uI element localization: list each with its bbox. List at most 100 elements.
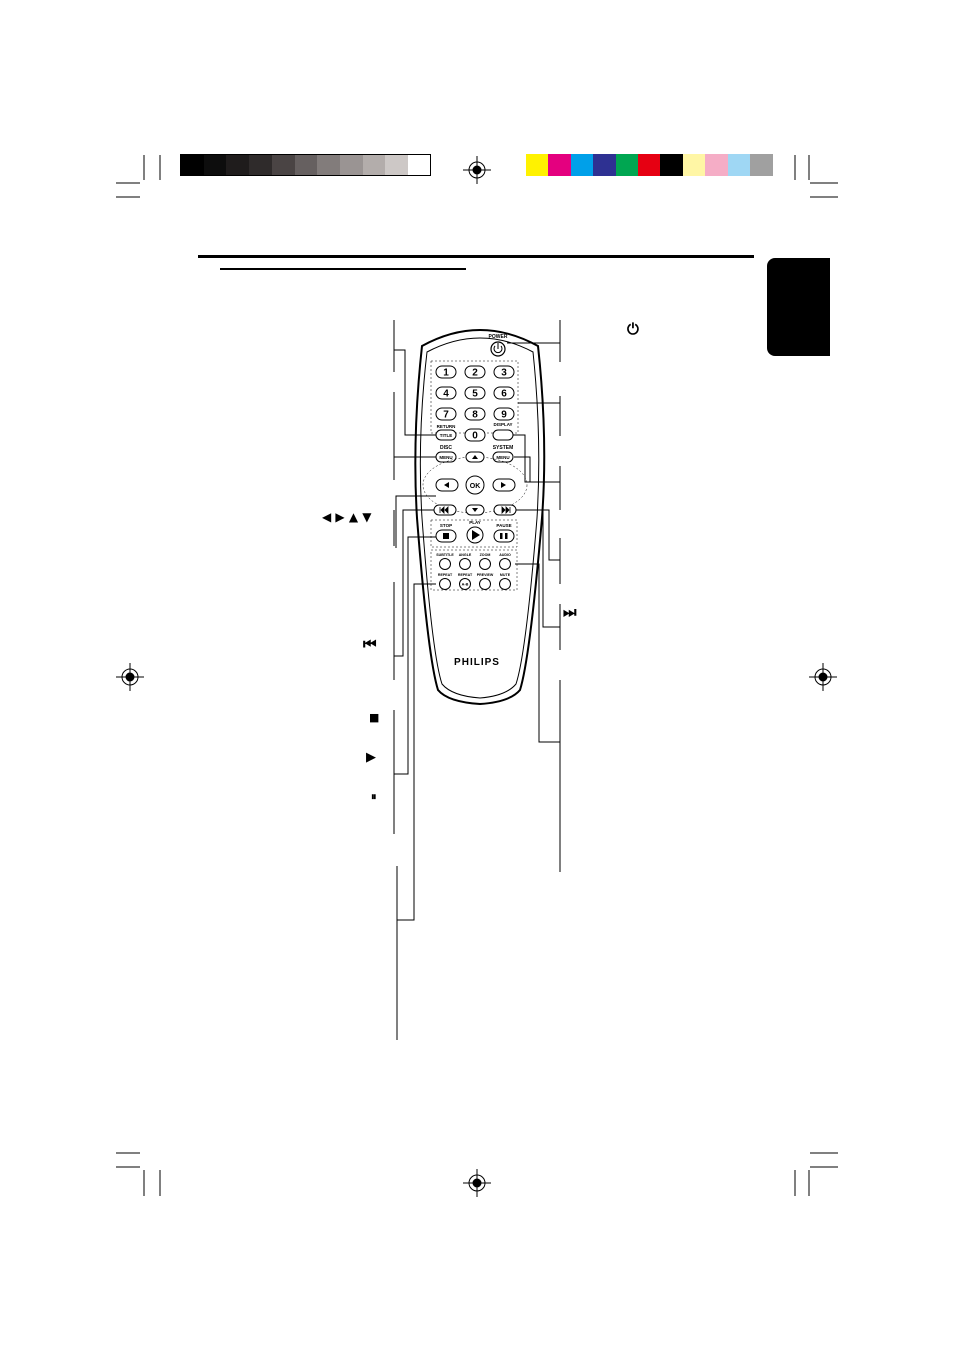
digit-button-5[interactable]: 5 xyxy=(464,386,486,400)
arrow-keys-icon: ◀ ▶ ▲ ▼ xyxy=(322,510,372,524)
svg-text:MENU: MENU xyxy=(496,455,509,460)
registration-mark xyxy=(116,663,144,691)
color-swatch xyxy=(570,154,594,176)
stop-icon: ■ xyxy=(369,711,380,724)
svg-text:4: 4 xyxy=(443,389,449,400)
up-button[interactable] xyxy=(465,451,485,463)
svg-text:1: 1 xyxy=(443,368,449,379)
digit-button-9[interactable]: 9 xyxy=(493,407,515,421)
digit-button-7[interactable]: 7 xyxy=(435,407,457,421)
play-button[interactable] xyxy=(466,526,484,544)
ok-button[interactable]: OK xyxy=(465,475,485,495)
power-icon: ⏻ xyxy=(627,320,639,338)
svg-text:MUTE: MUTE xyxy=(500,573,511,577)
gray-swatch xyxy=(317,154,341,176)
zoom-button[interactable]: ZOOM xyxy=(479,553,491,570)
gray-swatch xyxy=(408,154,431,176)
display-label: DISPLAY xyxy=(493,422,512,427)
color-swatch xyxy=(682,154,706,176)
digit-button-8[interactable]: 8 xyxy=(464,407,486,421)
svg-text:ANGLE: ANGLE xyxy=(459,553,472,557)
color-swatch xyxy=(750,154,773,176)
color-swatch xyxy=(660,154,684,176)
previous-button[interactable] xyxy=(433,504,457,516)
gray-swatch xyxy=(294,154,318,176)
previous-icon: ⏮ xyxy=(363,635,377,653)
color-swatch xyxy=(526,154,549,176)
remote-control: POWER 1 2 3 4 5 6 7 8 9 0 RETURN TITLE DISPLAY DI… xyxy=(414,329,546,706)
title-button[interactable]: TITLE xyxy=(435,429,457,441)
pause-label: PAUSE xyxy=(496,523,511,528)
grayscale-bar-border xyxy=(180,154,431,176)
svg-text:6: 6 xyxy=(501,389,507,400)
svg-text:AUDIO: AUDIO xyxy=(499,553,511,557)
svg-text:A-B: A-B xyxy=(462,583,469,587)
gray-swatch xyxy=(226,154,250,176)
gray-swatch xyxy=(271,154,295,176)
section-rule xyxy=(220,268,466,270)
philips-logo: PHILIPS xyxy=(454,657,500,668)
system-label: SYSTEM xyxy=(493,445,514,451)
stop-button[interactable] xyxy=(435,529,457,543)
left-button[interactable] xyxy=(435,478,459,492)
registration-mark xyxy=(463,156,491,184)
display-button[interactable] xyxy=(492,429,514,441)
svg-text:0: 0 xyxy=(472,431,478,442)
registration-mark xyxy=(809,663,837,691)
gray-swatch xyxy=(181,154,204,176)
svg-text:REPEAT: REPEAT xyxy=(458,573,473,577)
digit-button-6[interactable]: 6 xyxy=(493,386,515,400)
next-button[interactable] xyxy=(493,504,517,516)
subtitle-button[interactable]: SUBTITLE xyxy=(436,553,454,570)
power-button[interactable] xyxy=(490,341,506,357)
svg-text:REPEAT: REPEAT xyxy=(438,573,453,577)
gray-swatch xyxy=(203,154,227,176)
gray-swatch xyxy=(362,154,386,176)
power-label: POWER xyxy=(489,334,508,340)
pause-button[interactable] xyxy=(493,529,515,543)
play-icon: ▶ xyxy=(366,750,376,765)
mute-button[interactable]: MUTE xyxy=(499,573,511,590)
digit-button-0[interactable]: 0 xyxy=(464,428,486,442)
svg-text:ZOOM: ZOOM xyxy=(480,553,491,557)
color-swatch xyxy=(705,154,729,176)
repeat-ab-button[interactable]: REPEAT A-B xyxy=(458,573,473,590)
svg-text:7: 7 xyxy=(443,410,449,421)
gray-swatch xyxy=(385,154,409,176)
svg-text:5: 5 xyxy=(472,389,478,400)
color-swatch xyxy=(615,154,639,176)
digit-button-3[interactable]: 3 xyxy=(493,365,515,379)
svg-text:TITLE: TITLE xyxy=(440,433,453,438)
svg-text:9: 9 xyxy=(501,410,507,421)
right-button[interactable] xyxy=(492,478,516,492)
color-swatch xyxy=(593,154,617,176)
gray-swatch xyxy=(249,154,273,176)
svg-text:3: 3 xyxy=(501,368,507,379)
play-label: PLAY xyxy=(469,520,481,525)
color-swatch xyxy=(638,154,661,176)
color-swatch xyxy=(727,154,751,176)
audio-button[interactable]: AUDIO xyxy=(499,553,511,570)
svg-text:SUBTITLE: SUBTITLE xyxy=(436,553,454,557)
disc-label: DISC xyxy=(440,445,452,451)
repeat-button[interactable]: REPEAT xyxy=(438,573,453,590)
stop-label: STOP xyxy=(440,523,452,528)
angle-button[interactable]: ANGLE xyxy=(459,553,472,570)
preview-button[interactable]: PREVIEW xyxy=(477,573,494,590)
system-menu-button[interactable]: MENU xyxy=(492,451,514,463)
down-button[interactable] xyxy=(465,504,485,516)
digit-button-2[interactable]: 2 xyxy=(464,365,486,379)
color-swatch xyxy=(548,154,572,176)
svg-text:MENU: MENU xyxy=(439,455,452,460)
digit-button-4[interactable]: 4 xyxy=(435,386,457,400)
svg-text:2: 2 xyxy=(472,368,478,379)
next-icon: ⏭ xyxy=(563,603,577,621)
svg-text:OK: OK xyxy=(470,483,481,490)
gray-swatch xyxy=(339,154,363,176)
disc-menu-button[interactable]: MENU xyxy=(435,451,457,463)
language-tab xyxy=(767,258,830,356)
return-label: RETURN xyxy=(437,424,456,429)
digit-button-1[interactable]: 1 xyxy=(435,365,457,379)
